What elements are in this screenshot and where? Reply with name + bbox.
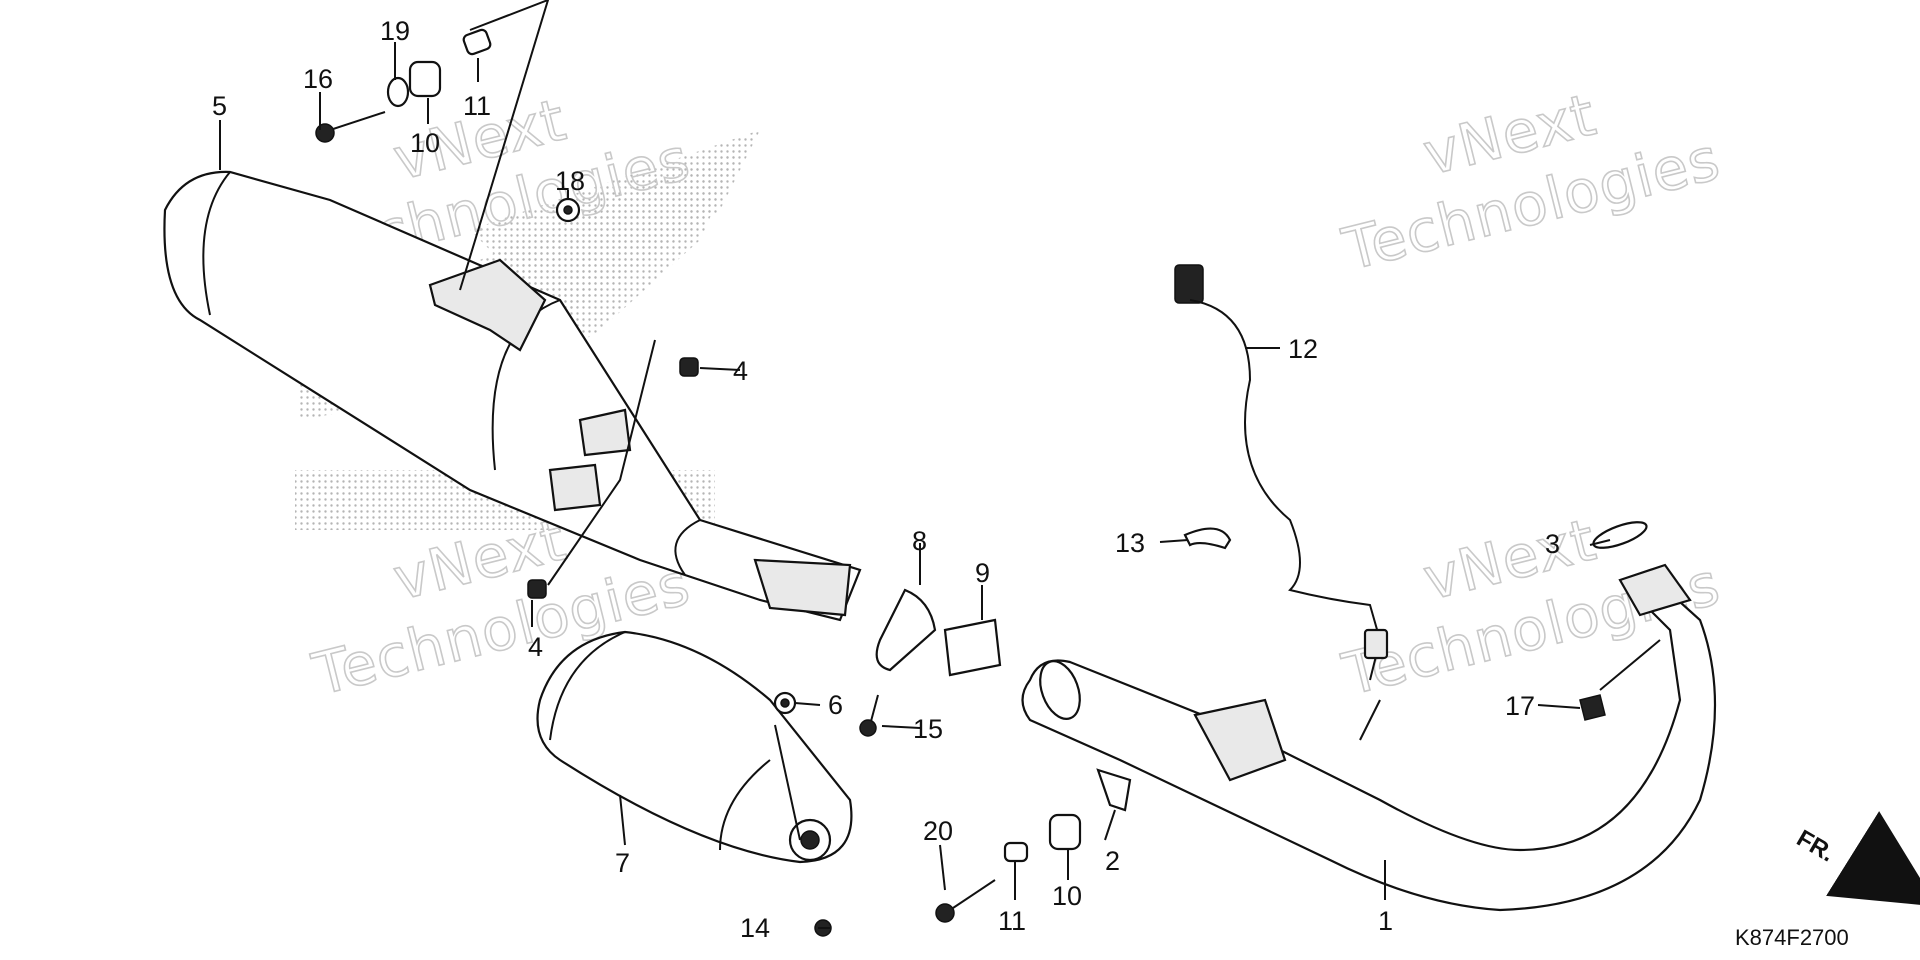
- bracket-part-2: [1096, 768, 1132, 812]
- washer-part-18: [555, 197, 581, 223]
- callout-15: 15: [913, 714, 943, 744]
- collar-part-4-upper: [679, 357, 699, 377]
- callout-7: 7: [615, 848, 630, 878]
- front-arrow-icon: [1826, 811, 1920, 907]
- collar-part-11-upper: [462, 28, 492, 56]
- leader-lines: [219, 0, 1661, 929]
- collar-part-4-lower: [527, 579, 547, 599]
- clamp-part-8: [875, 588, 937, 672]
- callout-18: 18: [555, 166, 585, 196]
- callout-14: 14: [740, 913, 770, 943]
- callout-5: 5: [212, 91, 227, 121]
- washer-part-19: [386, 76, 410, 108]
- callout-16: 16: [303, 64, 333, 94]
- bolt-part-15: [859, 694, 879, 737]
- callout-6: 6: [828, 690, 843, 720]
- muffler-part-5: [163, 170, 862, 622]
- bolt-part-16: [315, 111, 386, 143]
- callout-3: 3: [1545, 529, 1560, 559]
- nut-part-17: [1579, 694, 1606, 721]
- callout-17: 17: [1505, 691, 1535, 721]
- exhaust-pipe-part-1: [1021, 563, 1717, 912]
- callout-13: 13: [1115, 528, 1145, 558]
- callout-20: 20: [923, 816, 953, 846]
- callout-4-upper: 4: [733, 356, 748, 386]
- callout-labels: 1 2 3 4 4 5 6 7 8 9 10 10 11 11 12 13 14…: [212, 16, 1560, 943]
- callout-4-lower: 4: [528, 632, 543, 662]
- callout-11-lower: 11: [998, 906, 1026, 936]
- callout-12: 12: [1288, 334, 1318, 364]
- front-marker-label: FR.: [1792, 825, 1839, 868]
- gasket-part-3: [1592, 521, 1648, 549]
- gasket-part-9: [943, 618, 1002, 677]
- callout-8: 8: [912, 526, 927, 556]
- bolt-part-20: [935, 879, 996, 923]
- diagram-code: K874F2700: [1735, 925, 1849, 950]
- callout-2: 2: [1105, 846, 1120, 876]
- nut-part-6: [773, 691, 797, 715]
- callout-19: 19: [380, 16, 410, 46]
- oxygen-sensor-part-12: [1174, 264, 1389, 681]
- collar-part-11-lower: [1003, 841, 1029, 863]
- callout-10-lower: 10: [1052, 881, 1082, 911]
- rubber-mount-part-10-lower: [1048, 813, 1082, 851]
- callout-11-upper: 11: [463, 91, 491, 121]
- heat-shield-part-7: [536, 630, 853, 864]
- callout-1: 1: [1378, 906, 1393, 936]
- callout-10-upper: 10: [410, 128, 440, 158]
- clip-part-13: [1183, 527, 1232, 550]
- callout-9: 9: [975, 558, 990, 588]
- front-direction-marker: FR.: [1792, 811, 1920, 907]
- rubber-mount-part-10-upper: [408, 60, 442, 98]
